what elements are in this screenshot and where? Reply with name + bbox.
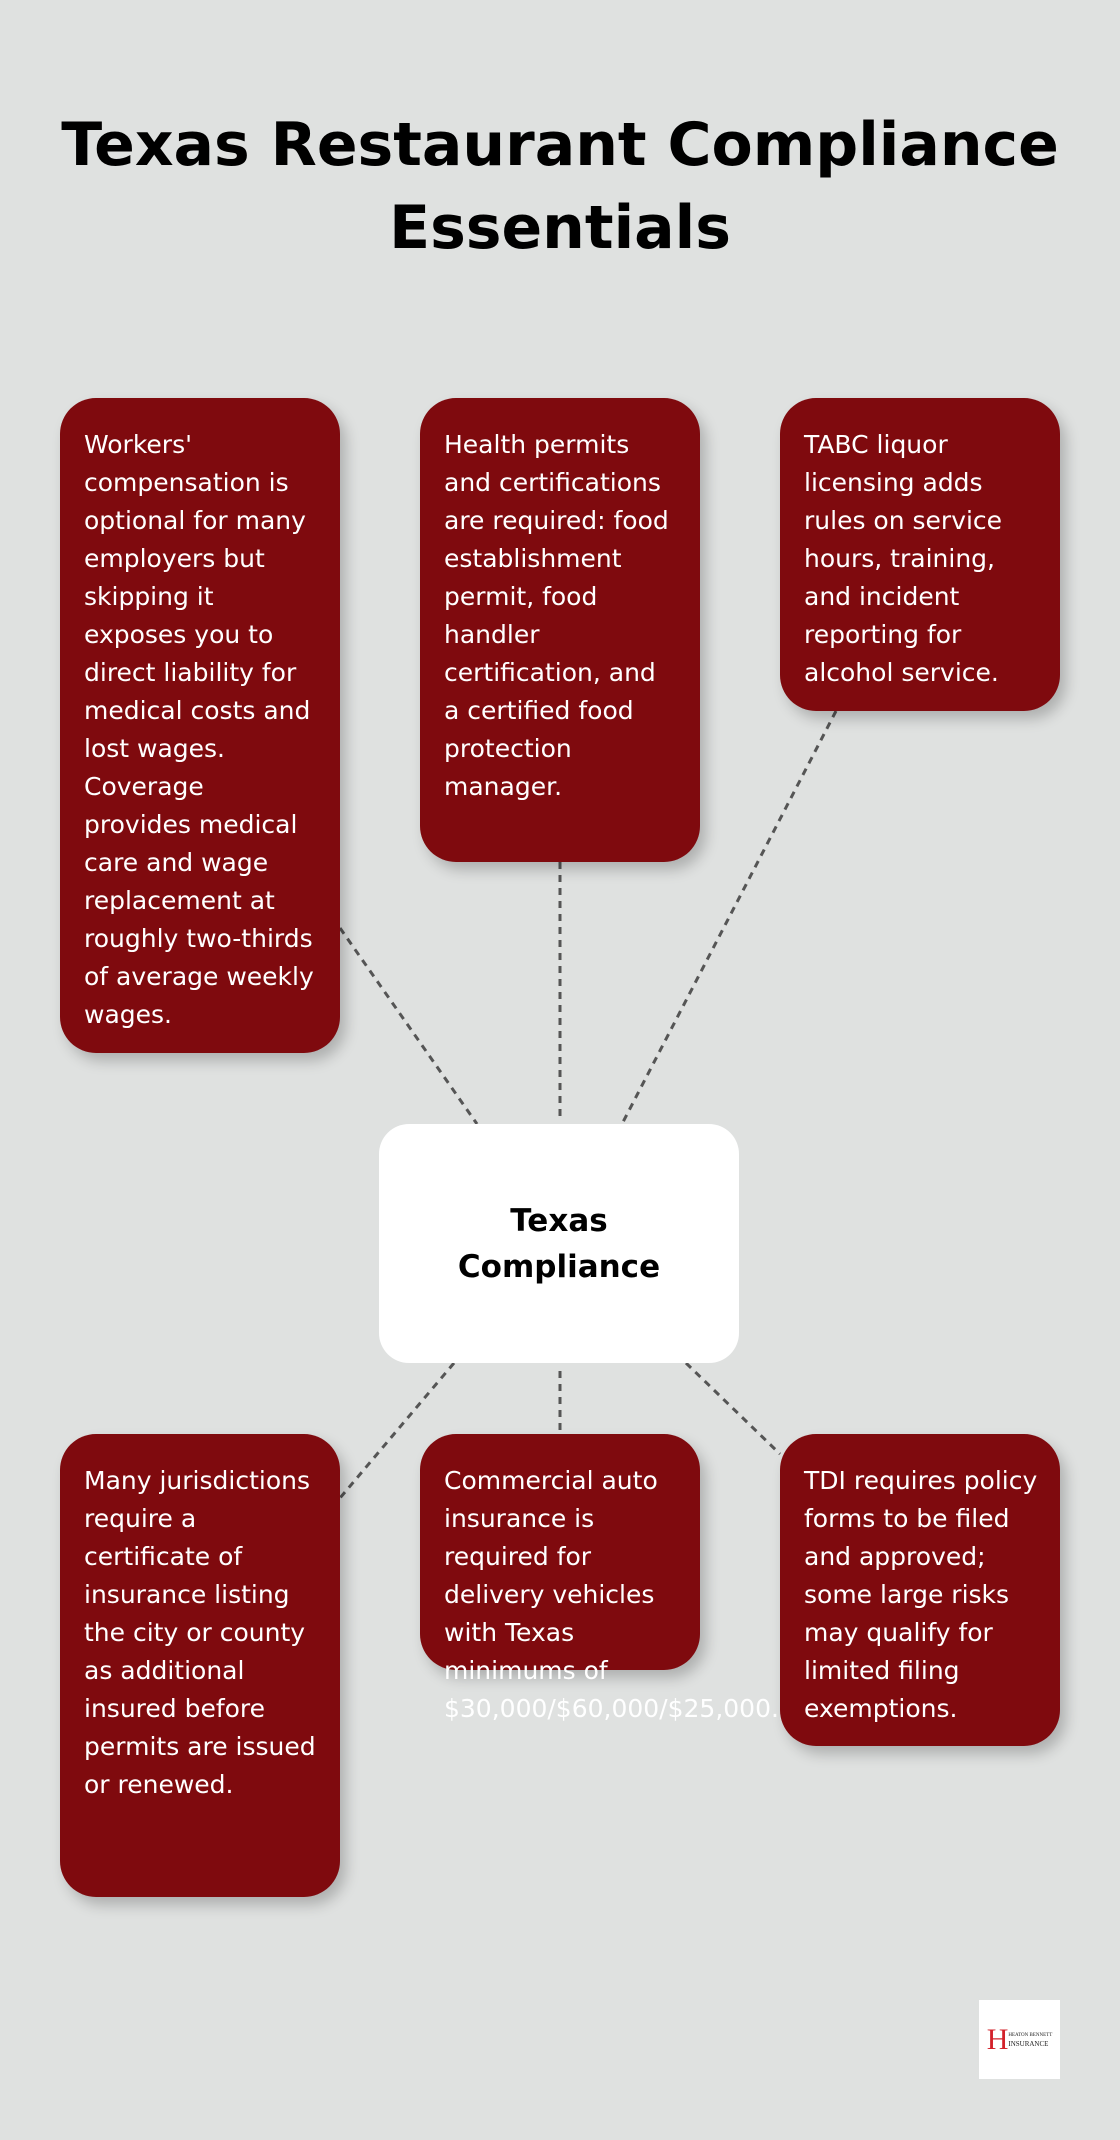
item-text: Commercial auto insurance is required fo… (444, 1466, 779, 1723)
item-text: Workers' compensation is optional for ma… (84, 430, 314, 1029)
item-tabc-liquor: TABC liquor licensing adds rules on serv… (780, 398, 1060, 711)
center-node: Texas Compliance (379, 1124, 739, 1363)
item-workers-compensation: Workers' compensation is optional for ma… (60, 398, 340, 1053)
item-text: TDI requires policy forms to be filed an… (804, 1466, 1038, 1723)
item-text: TABC liquor licensing adds rules on serv… (804, 430, 1003, 687)
connector-bottom-right (684, 1361, 782, 1456)
item-tdi-filing: TDI requires policy forms to be filed an… (780, 1434, 1060, 1746)
item-text: Many jurisdictions require a certificate… (84, 1466, 316, 1799)
connector-bottom-left (338, 1362, 456, 1499)
item-health-permits: Health permits and certifications are re… (420, 398, 700, 862)
page-title: Texas Restaurant Compliance Essentials (61, 110, 1059, 263)
logo-line2: INSURANCE (1008, 2039, 1049, 2048)
item-commercial-auto: Commercial auto insurance is required fo… (420, 1434, 779, 1723)
logo-line1: HEATON BENNETT (1008, 2032, 1053, 2038)
center-label: Texas Compliance (457, 1202, 661, 1285)
connector-top-left (338, 927, 479, 1125)
item-text: Health permits and certifications are re… (444, 430, 669, 801)
company-logo: H HEATON BENNETT INSURANCE (979, 2000, 1060, 2079)
logo-letter: H (986, 2022, 1009, 2056)
item-certificate-of-insurance: Many jurisdictions require a certificate… (60, 1434, 340, 1897)
